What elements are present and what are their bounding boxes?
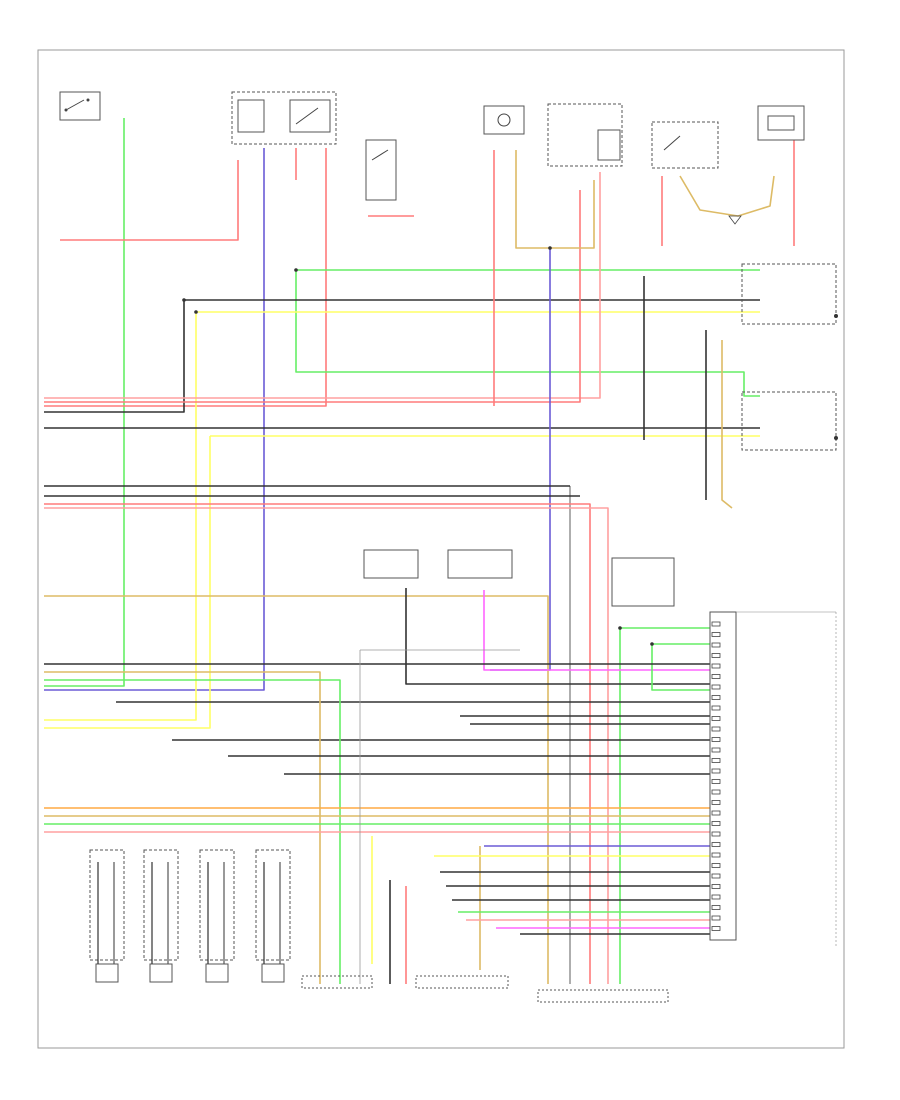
- ground-icon: [728, 215, 742, 225]
- pcm-pin: [711, 873, 721, 879]
- bottom-connector-2: [415, 975, 509, 989]
- pcm-pin: [711, 621, 721, 627]
- injector-group: [89, 849, 291, 983]
- injector-4: [255, 849, 291, 983]
- pcm-connector: [709, 611, 837, 948]
- pcm-pin: [711, 905, 721, 910]
- splice-dot-icon: [194, 310, 198, 314]
- wire-pink-mid: [44, 507, 609, 984]
- wire-tan-loop: [679, 175, 775, 217]
- wire-dark-bus-1: [44, 300, 185, 413]
- wire-sensor-tan: [515, 150, 595, 249]
- injector-icon: [261, 963, 285, 983]
- sensor-icon: [497, 113, 511, 127]
- pressure-sensor: [363, 549, 419, 579]
- fuel-pump-resistor: [757, 105, 805, 141]
- splice-dot-icon: [650, 642, 654, 646]
- o2-sensor-lower: [741, 391, 838, 451]
- wire-green-harness: [295, 270, 760, 397]
- wire-pcm-tan: [44, 671, 321, 984]
- injector-1: [89, 849, 125, 983]
- pcm-pin: [711, 737, 721, 742]
- pcm-pin: [711, 705, 721, 711]
- connector-block: [611, 557, 675, 607]
- pcm-pin: [711, 726, 721, 732]
- pcm-pin: [711, 842, 721, 847]
- wire-pcm-magenta: [483, 590, 710, 671]
- pcm-pin: [711, 894, 721, 900]
- pcm-pin: [711, 674, 721, 679]
- splice-dot-icon: [294, 268, 298, 272]
- wire-pink-a: [44, 172, 601, 399]
- pcm-pin: [711, 821, 721, 826]
- bottom-connector-3: [537, 989, 669, 1003]
- wire-pcm-green-4: [44, 679, 341, 984]
- injector-icon: [95, 963, 119, 983]
- wire-pcm-green-loop: [651, 644, 710, 691]
- pcm-pin: [711, 884, 721, 889]
- pcm-pin: [711, 663, 721, 669]
- pcm-pin: [711, 863, 721, 868]
- pcm-pin: [711, 768, 721, 774]
- relay-icon: [295, 107, 319, 125]
- wire-pcm-dark-1: [405, 588, 710, 685]
- pcm-pin: [711, 800, 721, 805]
- injector-icon: [205, 963, 229, 983]
- wire-tan-right: [721, 340, 733, 509]
- pcm-pin: [711, 747, 721, 753]
- wire-ign-green: [44, 118, 125, 687]
- main-relay: [231, 91, 337, 145]
- temp-sensor: [447, 549, 513, 579]
- wire-ign-red: [60, 160, 239, 241]
- pcm-pin: [711, 810, 721, 816]
- relay-module: [547, 103, 623, 167]
- sensor-switch: [365, 139, 397, 201]
- wire-relay-blue: [44, 148, 265, 691]
- injector-icon: [149, 963, 173, 983]
- pcm-pin: [711, 653, 721, 658]
- pcm-pin: [711, 758, 721, 763]
- wire-tan-orange: [44, 595, 549, 984]
- pcm-pin: [711, 695, 721, 700]
- pcm-pin: [711, 642, 721, 648]
- pcm-pin: [711, 779, 721, 784]
- injector-3: [199, 849, 235, 983]
- wire-yellow-bus-2: [44, 436, 211, 729]
- pcm-pin: [711, 915, 721, 921]
- pcm-pin: [711, 632, 721, 637]
- pcm-pin: [711, 684, 721, 690]
- wire-yellow-bus: [44, 312, 197, 721]
- ignition-switch: [59, 91, 101, 121]
- wire-relay-red-2: [44, 148, 327, 407]
- injector-2: [143, 849, 179, 983]
- sensor-connector: [483, 105, 525, 135]
- wire-layer: [44, 118, 795, 984]
- wire-red-b: [44, 190, 581, 403]
- splice-dot-icon: [548, 246, 552, 250]
- pcm-pin: [711, 716, 721, 721]
- switch-assembly: [651, 121, 719, 169]
- pcm-pin: [711, 852, 721, 858]
- o2-sensor-upper: [741, 263, 838, 325]
- splice-dot-icon: [618, 626, 622, 630]
- bottom-connector-1: [301, 975, 373, 989]
- switch-icon: [65, 99, 85, 111]
- pcm-pin: [711, 926, 721, 931]
- diagram-frame: [37, 49, 845, 1049]
- pcm-pin: [711, 831, 721, 837]
- splice-dot-icon: [182, 298, 186, 302]
- pcm-pin: [711, 789, 721, 795]
